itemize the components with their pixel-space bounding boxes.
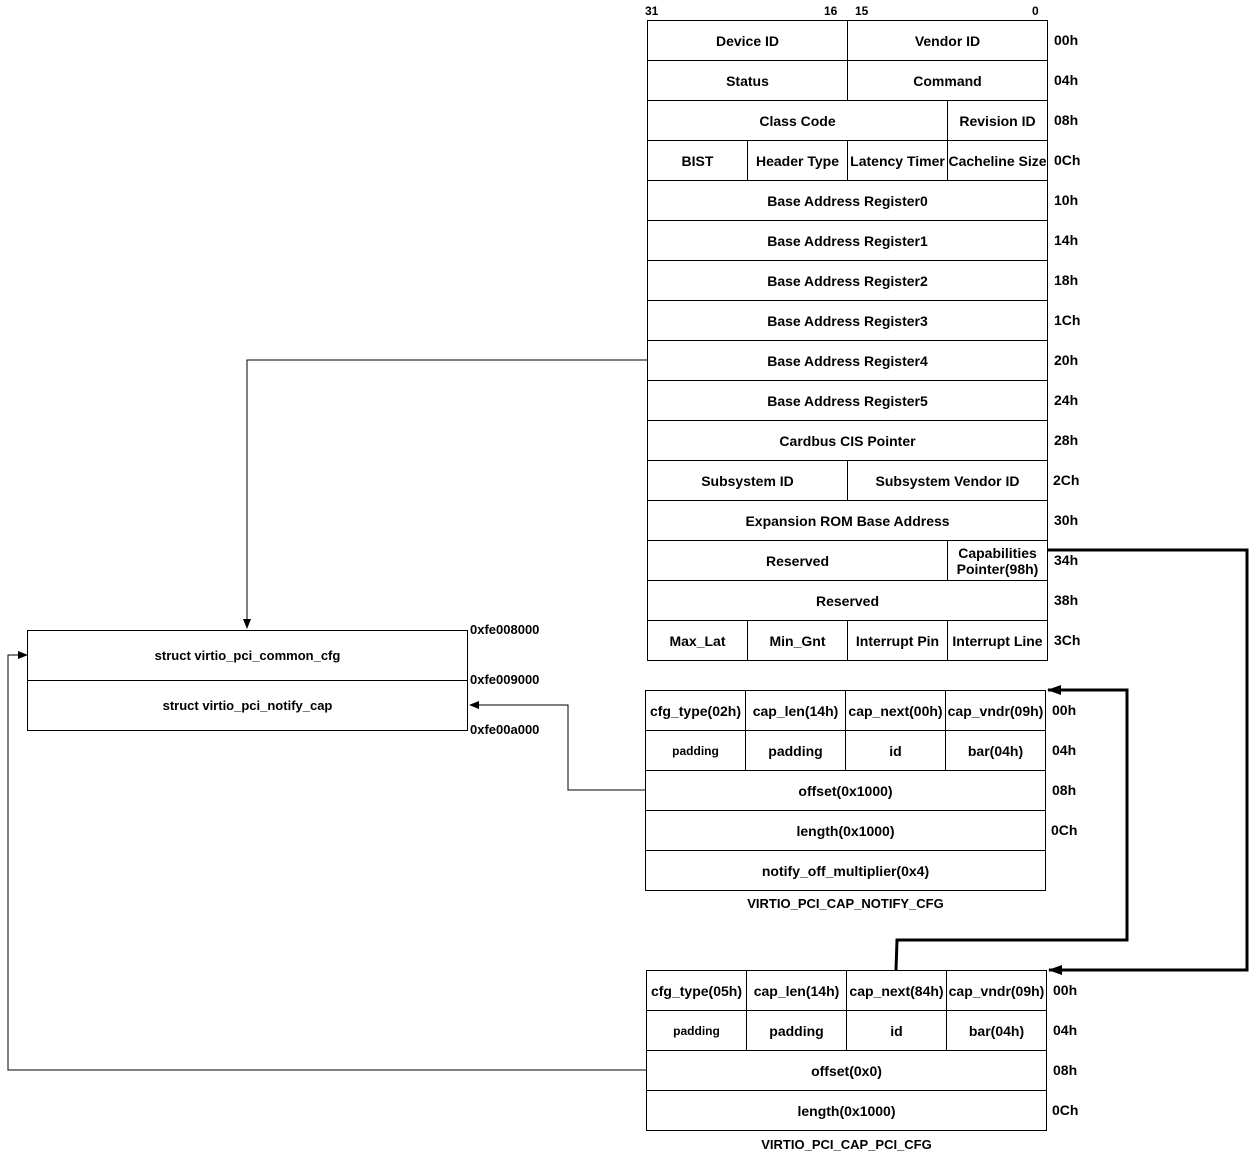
subsystem-id-field: Subsystem ID: [647, 460, 848, 501]
cap-vndr-field: cap_vndr(09h): [946, 970, 1047, 1011]
bit-label-15: 15: [855, 4, 869, 18]
offset-label: 10h: [1054, 192, 1079, 208]
cap-next-to-notify-cap-arrow: [894, 685, 1129, 971]
min-gnt-field: Min_Gnt: [747, 620, 848, 661]
notify-off-multiplier-field: notify_off_multiplier(0x4): [645, 850, 1046, 891]
offset-label: 38h: [1054, 592, 1079, 608]
offset-label: 24h: [1054, 392, 1079, 408]
offset-label: 28h: [1054, 432, 1079, 448]
offset-label: 14h: [1054, 232, 1079, 248]
bar-field: bar(04h): [945, 730, 1046, 771]
offset-field: offset(0x0): [646, 1050, 1047, 1091]
cap-next-field: cap_next(84h): [846, 970, 947, 1011]
bar1-field: Base Address Register1: [647, 220, 1048, 261]
offset-label: 04h: [1052, 742, 1077, 758]
cacheline-size-field: Cacheline Size: [947, 140, 1048, 181]
bar2-field: Base Address Register2: [647, 260, 1048, 301]
offset-label: 04h: [1053, 1022, 1078, 1038]
offset-label: 34h: [1054, 552, 1079, 568]
interrupt-line-field: Interrupt Line: [947, 620, 1048, 661]
common-cfg-struct: struct virtio_pci_common_cfg: [27, 630, 468, 681]
offset-label: 0Ch: [1051, 822, 1078, 838]
bar0-field: Base Address Register0: [647, 180, 1048, 221]
offset-label: 3Ch: [1054, 632, 1081, 648]
subsystem-vendor-id-field: Subsystem Vendor ID: [847, 460, 1048, 501]
bit-label-16: 16: [824, 4, 838, 18]
cap-vndr-field: cap_vndr(09h): [945, 690, 1046, 731]
notify-cfg-title: VIRTIO_PCI_CAP_NOTIFY_CFG: [747, 896, 944, 911]
interrupt-pin-field: Interrupt Pin: [847, 620, 948, 661]
capabilities-pointer-field: Capabilities Pointer(98h): [947, 540, 1048, 581]
bar4-to-common-cfg-arrow: [243, 359, 647, 629]
bar5-field: Base Address Register5: [647, 380, 1048, 421]
padding-field: padding: [745, 730, 846, 771]
offset-label: 0Ch: [1052, 1102, 1079, 1118]
status-field: Status: [647, 60, 848, 101]
pci-cfg-title: VIRTIO_PCI_CAP_PCI_CFG: [761, 1137, 932, 1152]
offset-label: 20h: [1054, 352, 1079, 368]
offset-label: 00h: [1052, 702, 1077, 718]
memory-address-label: 0xfe008000: [470, 622, 540, 637]
cap-next-field: cap_next(00h): [845, 690, 946, 731]
offset-label: 0Ch: [1054, 152, 1081, 168]
bit-label-0: 0: [1032, 4, 1039, 18]
length-field: length(0x1000): [646, 1090, 1047, 1131]
padding-field: padding: [746, 1010, 847, 1051]
offset-field: offset(0x1000): [645, 770, 1046, 811]
notify-offset-to-struct-arrow: [469, 701, 645, 791]
vendor-id-field: Vendor ID: [847, 20, 1048, 61]
class-code-field: Class Code: [647, 100, 948, 141]
cardbus-cis-pointer-field: Cardbus CIS Pointer: [647, 420, 1048, 461]
offset-label: 1Ch: [1054, 312, 1081, 328]
device-id-field: Device ID: [647, 20, 848, 61]
memory-address-label: 0xfe00a000: [470, 722, 540, 737]
pci-cfg-offset-to-common-cfg-arrow: [7, 651, 646, 1071]
bar4-field: Base Address Register4: [647, 340, 1048, 381]
offset-label: 00h: [1053, 982, 1078, 998]
latency-timer-field: Latency Timer: [847, 140, 948, 181]
bit-label-31: 31: [645, 4, 659, 18]
reserved-38-field: Reserved: [647, 580, 1048, 621]
length-field: length(0x1000): [645, 810, 1046, 851]
offset-label: 08h: [1053, 1062, 1078, 1078]
offset-label: 08h: [1054, 112, 1079, 128]
offset-label: 30h: [1054, 512, 1079, 528]
command-field: Command: [847, 60, 1048, 101]
header-type-field: Header Type: [747, 140, 848, 181]
offset-label: 08h: [1052, 782, 1077, 798]
revision-id-field: Revision ID: [947, 100, 1048, 141]
offset-label: 04h: [1054, 72, 1079, 88]
id-field: id: [846, 1010, 947, 1051]
offset-label: 2Ch: [1053, 472, 1080, 488]
capabilities-pointer-arrow: [1048, 548, 1249, 975]
memory-address-label: 0xfe009000: [470, 672, 540, 687]
notify-cap-struct: struct virtio_pci_notify_cap: [27, 680, 468, 731]
offset-label: 00h: [1054, 32, 1079, 48]
offset-label: 18h: [1054, 272, 1079, 288]
bar3-field: Base Address Register3: [647, 300, 1048, 341]
